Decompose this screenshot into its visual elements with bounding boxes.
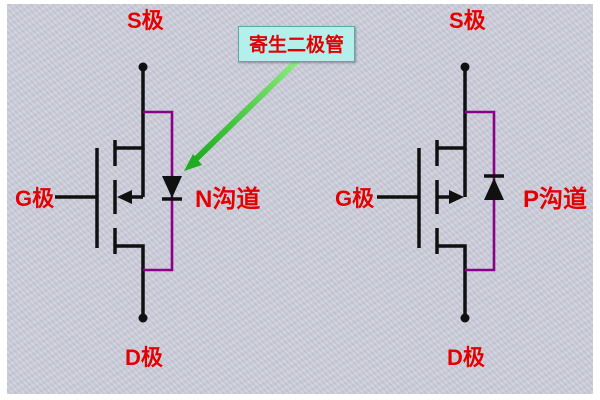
left-source-terminal-dot bbox=[138, 62, 148, 72]
right-parasitic-diode-icon bbox=[484, 174, 504, 200]
right-source-terminal-dot bbox=[460, 62, 470, 72]
right-gate-label: G极 bbox=[335, 186, 375, 211]
p-channel-label: P沟道 bbox=[523, 186, 588, 213]
right-drain-label: D极 bbox=[447, 345, 485, 370]
right-source-label: S极 bbox=[449, 8, 486, 33]
left-mosfet-symbol bbox=[55, 67, 145, 318]
left-source-wire bbox=[115, 67, 145, 150]
right-mosfet-symbol bbox=[377, 67, 467, 318]
mosfet-schematic bbox=[55, 57, 504, 323]
left-parasitic-diode-icon bbox=[162, 176, 182, 201]
left-drain-label: D极 bbox=[125, 345, 163, 370]
diagram-canvas: S极 G极 D极 N沟道 S极 G极 D极 P沟道 寄生二极管 bbox=[7, 4, 593, 394]
n-channel-label: N沟道 bbox=[195, 186, 261, 213]
left-drain-wire bbox=[115, 244, 145, 318]
callout-arrow-icon bbox=[184, 57, 301, 171]
left-gate-label: G极 bbox=[15, 186, 55, 211]
right-drain-wire bbox=[437, 244, 467, 318]
right-source-wire bbox=[437, 67, 467, 150]
left-nchannel-arrowhead-icon bbox=[117, 190, 132, 204]
left-drain-terminal-dot bbox=[138, 313, 148, 323]
left-source-label: S极 bbox=[127, 8, 164, 33]
right-drain-terminal-dot bbox=[460, 313, 470, 323]
left-body-diode-wire bbox=[143, 110, 174, 272]
parasitic-diode-callout: 寄生二极管 bbox=[238, 26, 356, 62]
right-pchannel-arrowhead-icon bbox=[449, 190, 464, 204]
